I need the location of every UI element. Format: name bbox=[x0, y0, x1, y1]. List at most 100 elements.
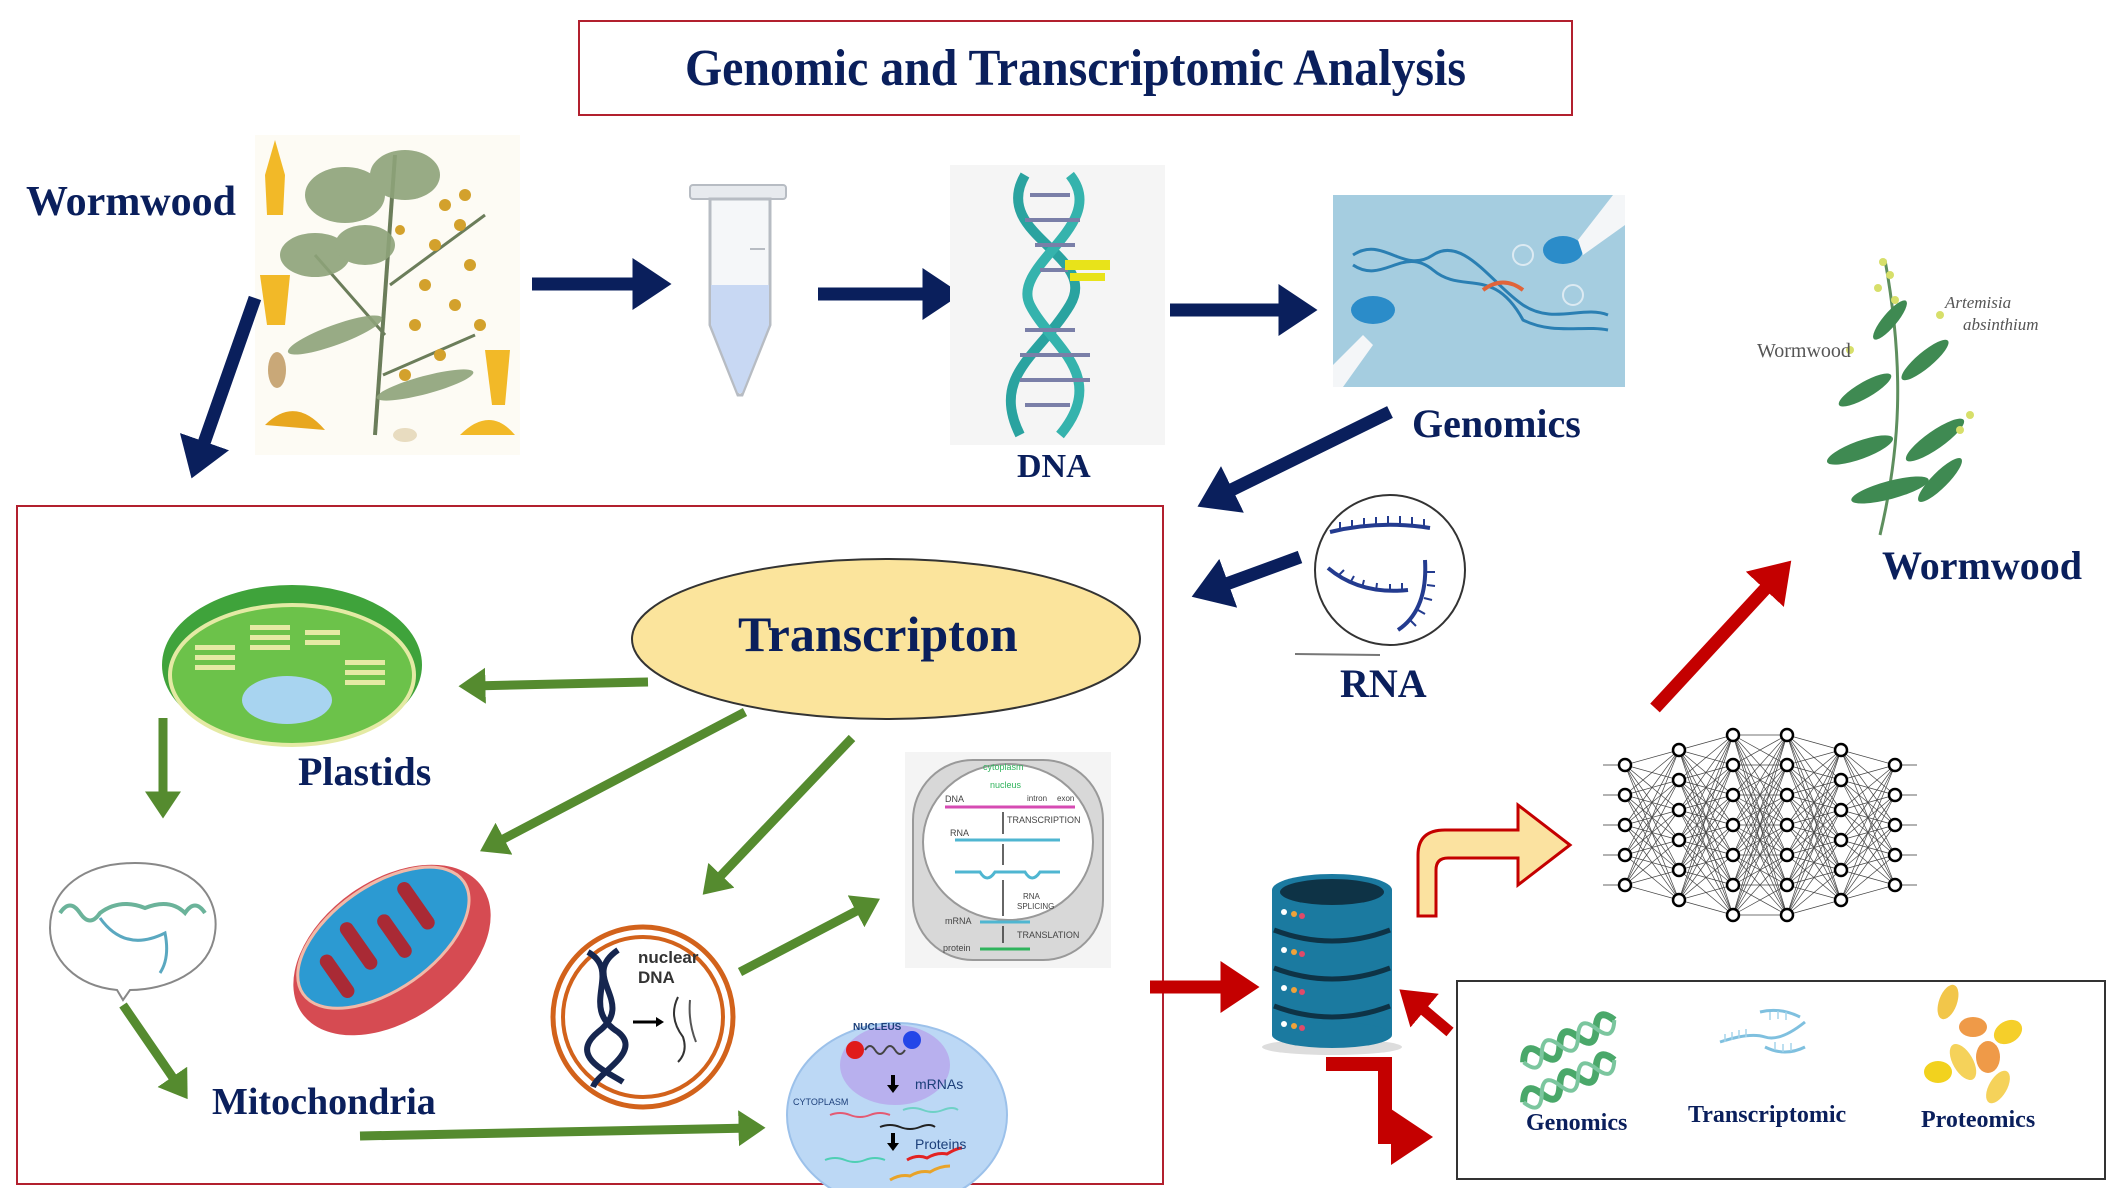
cd-intron: intron bbox=[1027, 794, 1048, 803]
cd-protein: protein bbox=[943, 943, 971, 953]
cell-expression-icon bbox=[786, 1022, 1008, 1188]
nn-connection bbox=[1786, 749, 1842, 826]
nn-node bbox=[1671, 832, 1687, 848]
nn-connection bbox=[1624, 749, 1680, 856]
cd-nucleus: nucleus bbox=[990, 780, 1022, 790]
microcentrifuge-tube-icon bbox=[689, 184, 787, 397]
cd-splicing-2: SPLICING bbox=[1017, 902, 1055, 911]
title-box: Genomic and Transcriptomic Analysis bbox=[578, 20, 1573, 116]
nn-connection bbox=[1732, 884, 1788, 916]
nn-connection bbox=[1678, 764, 1734, 901]
omics-box: Genomics Transcriptomic Proteomics bbox=[1456, 980, 2106, 1180]
nn-node bbox=[1617, 847, 1633, 863]
nn-connection bbox=[1624, 749, 1680, 766]
cd-translation: TRANSLATION bbox=[1017, 930, 1080, 940]
cd-cytoplasm: cytoplasm bbox=[983, 762, 1024, 772]
cd-transcription: TRANSCRIPTION bbox=[1007, 815, 1081, 825]
nn-node bbox=[1779, 877, 1795, 893]
nn-node bbox=[1833, 742, 1849, 758]
nn-node bbox=[1833, 892, 1849, 908]
nn-node bbox=[1725, 757, 1741, 773]
cell-nucleus-label: NUCLEUS bbox=[853, 1022, 902, 1033]
artemisia-plant-icon bbox=[1826, 258, 1974, 536]
nn-node bbox=[1617, 757, 1633, 773]
nn-node bbox=[1833, 862, 1849, 878]
arrow-nuclear-to-dogma bbox=[737, 895, 880, 976]
nn-node bbox=[1725, 727, 1741, 743]
arrow-wormwood-to-box bbox=[179, 295, 262, 479]
nn-node bbox=[1725, 817, 1741, 833]
wormwood-caption: Wormwood bbox=[1757, 340, 1851, 362]
nn-connection bbox=[1678, 734, 1734, 841]
cd-dna: DNA bbox=[945, 794, 965, 804]
nn-connection bbox=[1840, 884, 1896, 901]
nn-connection bbox=[1624, 749, 1680, 826]
species-name-line2: absinthium bbox=[1963, 315, 2039, 334]
nn-connection bbox=[1678, 899, 1734, 916]
nn-connection bbox=[1840, 749, 1896, 766]
mitochondrial-dna-bubble-icon bbox=[48, 861, 217, 1002]
nn-connection bbox=[1786, 749, 1842, 796]
nn-connection bbox=[1624, 749, 1680, 796]
nn-connection bbox=[1840, 854, 1896, 901]
nn-connection bbox=[1678, 734, 1734, 811]
nn-connection bbox=[1624, 869, 1680, 886]
nn-connection bbox=[1840, 764, 1896, 841]
nn-node bbox=[1887, 877, 1903, 893]
nn-node bbox=[1725, 847, 1741, 863]
nn-connection bbox=[1786, 749, 1842, 916]
arrow-transcripton-to-plastids bbox=[458, 667, 649, 704]
nn-connection bbox=[1786, 869, 1842, 916]
nn-connection bbox=[1678, 734, 1734, 901]
arrow-bubble-to-mitochondria bbox=[119, 1002, 188, 1100]
bent-arrow-to-network-icon bbox=[1416, 801, 1573, 918]
arrow-transcripton-to-nuclear bbox=[702, 734, 856, 895]
arrow-transcripton-to-mitochondria bbox=[480, 708, 748, 855]
genomics-label: Genomics bbox=[1412, 401, 1581, 446]
nn-connection bbox=[1732, 734, 1788, 796]
nn-node bbox=[1725, 877, 1741, 893]
nn-connection bbox=[1786, 749, 1842, 856]
nn-node bbox=[1887, 787, 1903, 803]
nn-connection bbox=[1678, 734, 1734, 781]
plastid-icon bbox=[162, 585, 422, 747]
omics-genomics-label: Genomics bbox=[1526, 1110, 1628, 1136]
cell-proteins-label: Proteins bbox=[915, 1136, 967, 1152]
species-name-line1: Artemisia bbox=[1945, 293, 2012, 312]
nn-connection bbox=[1732, 734, 1788, 826]
cell-mrnas-label: mRNAs bbox=[915, 1076, 964, 1092]
nn-connection bbox=[1732, 824, 1788, 916]
transcriptome-box bbox=[16, 505, 1164, 1185]
nn-node bbox=[1617, 787, 1633, 803]
nn-node bbox=[1725, 907, 1741, 923]
nuclear-label-line1: nuclear bbox=[638, 948, 699, 967]
double-helix-icon bbox=[1520, 1011, 1617, 1110]
cell-cytoplasm-label: CYTOPLASM bbox=[793, 1097, 849, 1107]
nn-node bbox=[1617, 817, 1633, 833]
nn-node bbox=[1833, 802, 1849, 818]
dna-label: DNA bbox=[1017, 448, 1091, 485]
central-dogma-diagram bbox=[912, 759, 1104, 961]
nn-connection bbox=[1678, 734, 1734, 871]
nn-connection bbox=[1786, 809, 1842, 916]
nn-node bbox=[1833, 832, 1849, 848]
transcripton-ellipse bbox=[631, 558, 1141, 720]
wormwood-illustration-icon bbox=[255, 135, 520, 455]
nn-connection bbox=[1732, 734, 1788, 916]
rna-transcript-icon bbox=[1719, 1008, 1806, 1054]
nn-connection bbox=[1678, 824, 1734, 901]
nn-node bbox=[1887, 817, 1903, 833]
database-icon bbox=[1262, 874, 1402, 1055]
nn-connection bbox=[1624, 839, 1680, 886]
nn-connection bbox=[1786, 899, 1842, 916]
nn-connection bbox=[1786, 749, 1842, 886]
nn-node bbox=[1779, 757, 1795, 773]
nuclear-dna-icon bbox=[550, 924, 736, 1110]
nn-connection bbox=[1624, 779, 1680, 886]
nn-node bbox=[1887, 757, 1903, 773]
neural-network-diagram bbox=[1603, 727, 1917, 923]
nn-node bbox=[1617, 877, 1633, 893]
mitochondrion-icon bbox=[293, 864, 491, 1036]
omics-proteomics-label: Proteomics bbox=[1921, 1107, 2036, 1133]
nn-node bbox=[1671, 742, 1687, 758]
